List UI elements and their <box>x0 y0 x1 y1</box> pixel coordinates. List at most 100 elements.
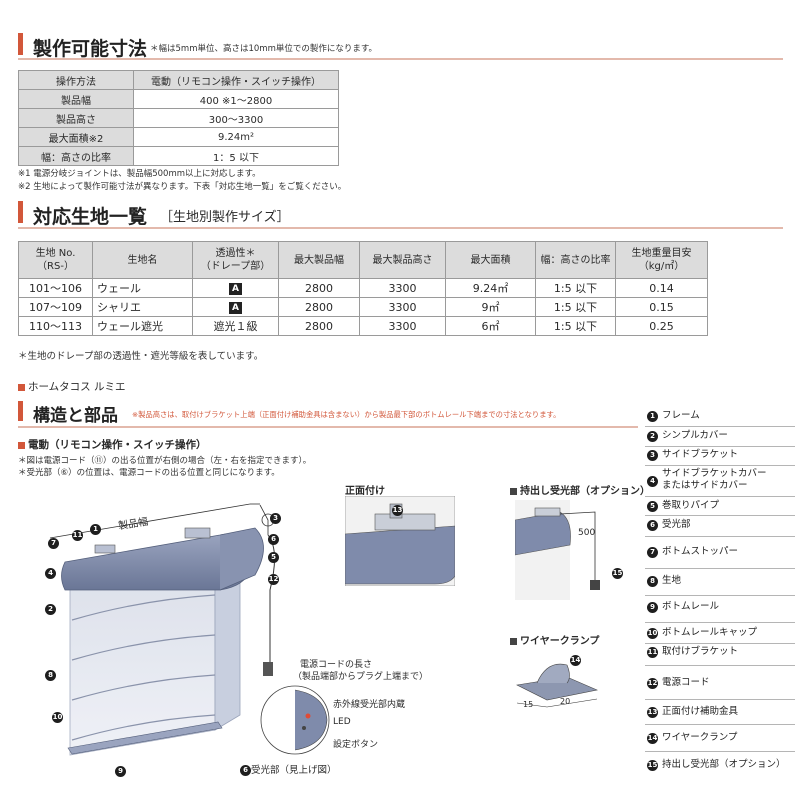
footnote: ※1 電源分岐ジョイントは、製品幅500mm以上に対応します。 <box>18 169 261 179</box>
table-cell: ウェール <box>92 278 193 298</box>
table-row: 製品高さ 300～3300 <box>18 108 339 128</box>
square-icon <box>510 487 517 495</box>
callout-15: 15 <box>612 568 623 579</box>
square-icon <box>18 441 25 449</box>
number-badge: 5 <box>647 501 658 512</box>
table-cell: 最大面積※2 <box>18 127 134 147</box>
callout-3: 3 <box>270 513 281 524</box>
transmittance-badge: A <box>229 302 242 314</box>
extended-receiver-title: 持出し受光部（オプション） <box>510 482 650 497</box>
number-badge: 14 <box>647 733 658 744</box>
number-badge: 1 <box>647 411 658 422</box>
table-cell: 3300 <box>359 316 446 336</box>
square-icon <box>510 637 517 645</box>
table-cell: 電動（リモコン操作・スイッチ操作） <box>133 70 339 90</box>
table-cell: 操作方法 <box>18 70 134 90</box>
column-header: 最大製品高さ <box>359 241 446 279</box>
table-cell: 300～3300 <box>133 108 339 128</box>
callout-6: 6 <box>240 765 251 776</box>
table-cell: 107～109 <box>18 297 93 317</box>
table-cell: 110～113 <box>18 316 93 336</box>
divider <box>645 595 795 596</box>
number-badge: 6 <box>647 520 658 531</box>
table-cell: 製品高さ <box>18 108 134 128</box>
wire-clamp-diagram <box>516 663 598 708</box>
section-note: ＊幅は5mm単位、高さは10mm単位での製作になります。 <box>150 44 377 54</box>
callout-14: 14 <box>570 655 581 666</box>
table-row: 101～106 ウェール A 2800 3300 9.24㎡ 1:5 以下 0.… <box>18 278 708 298</box>
section-subtitle: ［生地別製作サイズ］ <box>160 210 290 225</box>
table-header-row: 生地 No. （RS-） 生地名 透過性＊ （ドレープ部） 最大製品幅 最大製品… <box>18 241 708 279</box>
number-badge: 3 <box>647 450 658 461</box>
product-structure-diagram <box>49 503 330 756</box>
table-row: 幅：高さの比率 1：5 以下 <box>18 146 339 166</box>
callout-4: 4 <box>45 568 56 579</box>
callout-7: 7 <box>48 538 59 549</box>
diagram-note: ＊図は電源コード（⑪）の出る位置が右側の場合（左・右を指定できます）。 <box>18 456 312 466</box>
ir-receiver-label: 赤外線受光部内蔵 <box>333 700 406 710</box>
divider <box>645 643 795 644</box>
table-cell: 3300 <box>359 278 446 298</box>
number-badge: 13 <box>647 707 658 718</box>
table-cell: 1:5 以下 <box>535 297 616 317</box>
table-cell: 1:5 以下 <box>535 316 616 336</box>
footnote: ※2 生地によって製作可能寸法が異なります。下表「対応生地一覧」をご覧ください。 <box>18 182 347 192</box>
number-badge: 10 <box>647 628 658 639</box>
table-cell: 2800 <box>278 278 360 298</box>
table-cell: 9.24m² <box>133 127 339 147</box>
section-note: ※製品高さは、取付けブラケット上端（正面付け補助金具は含まない）から製品最下部の… <box>132 410 561 419</box>
table-cell: 2800 <box>278 316 360 336</box>
table-cell: 0.14 <box>615 278 708 298</box>
table-cell: 2800 <box>278 297 360 317</box>
divider <box>645 515 795 516</box>
section-accent-bar <box>18 401 23 421</box>
wire-clamp-title: ワイヤークランプ <box>510 632 599 647</box>
table-cell: A <box>192 278 279 298</box>
table-cell: 製品幅 <box>18 89 134 109</box>
table-row: 操作方法 電動（リモコン操作・スイッチ操作） <box>18 70 339 90</box>
column-header: 生地 No. （RS-） <box>18 241 93 279</box>
number-badge: 15 <box>647 760 658 771</box>
column-header: 最大製品幅 <box>278 241 360 279</box>
table-cell: 400 ※1～2800 <box>133 89 339 109</box>
section-divider <box>18 58 783 60</box>
table-row: 110～113 ウェール遮光 遮光１級 2800 3300 6㎡ 1:5 以下 … <box>18 316 708 336</box>
square-icon <box>18 383 25 391</box>
brand-heading: ホームタコス ルミエ <box>18 379 126 394</box>
table-cell: 遮光１級 <box>192 316 279 336</box>
diagram-note: ＊受光部（⑥）の位置は、電源コードの出る位置と同じになります。 <box>18 468 280 478</box>
callout-12: 12 <box>268 574 279 585</box>
section-accent-bar <box>18 201 23 223</box>
table-row: 107～109 シャリエ A 2800 3300 9㎡ 1:5 以下 0.15 <box>18 297 708 317</box>
divider <box>645 665 795 666</box>
table-cell: ウェール遮光 <box>92 316 193 336</box>
table-cell: 6㎡ <box>445 316 536 336</box>
divider <box>645 751 795 752</box>
table-cell: 9㎡ <box>445 297 536 317</box>
section-divider <box>18 227 783 229</box>
subsection-title: 電動（リモコン操作・スイッチ操作） <box>28 439 207 451</box>
fabric-table: 生地 No. （RS-） 生地名 透過性＊ （ドレープ部） 最大製品幅 最大製品… <box>18 241 708 336</box>
table-cell: A <box>192 297 279 317</box>
column-header: 最大面積 <box>445 241 536 279</box>
table-cell: 3300 <box>359 297 446 317</box>
divider <box>645 465 795 466</box>
table-cell: 101～106 <box>18 278 93 298</box>
extended-receiver-diagram <box>515 500 600 600</box>
callout-1: 1 <box>90 524 101 535</box>
number-badge: 12 <box>647 678 658 689</box>
number-badge: 11 <box>647 647 658 658</box>
led-label: LED <box>333 717 351 727</box>
callout-11: 11 <box>72 530 83 541</box>
